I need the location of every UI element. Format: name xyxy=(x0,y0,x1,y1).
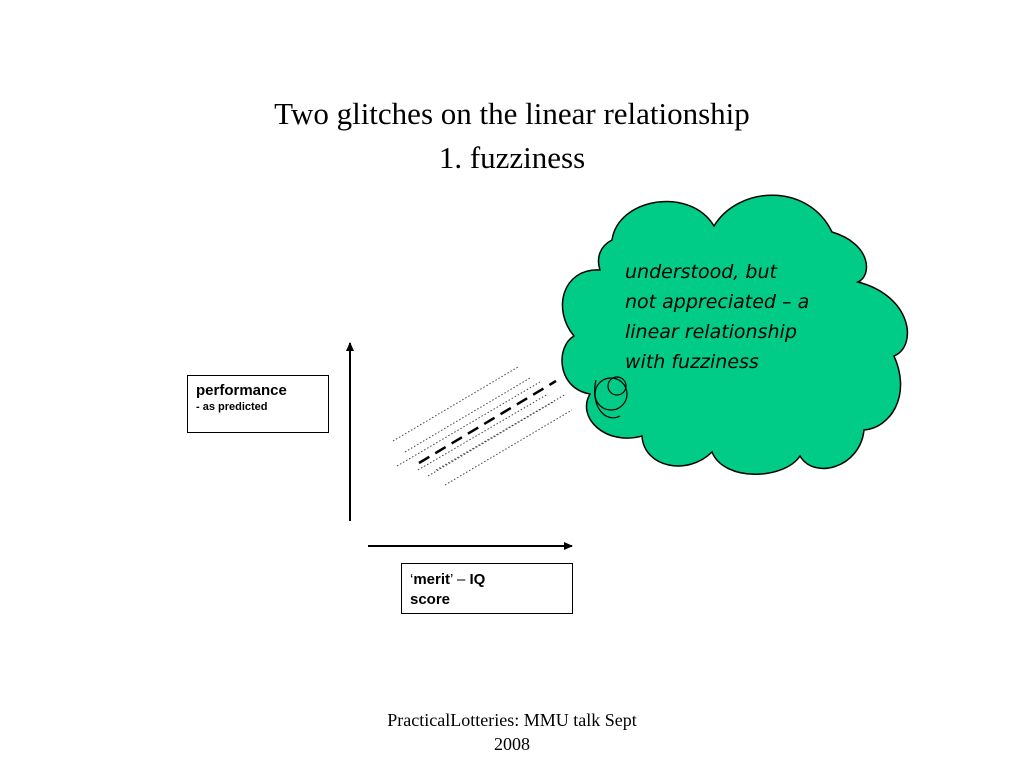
bubble-line-1: understood, but xyxy=(625,261,777,283)
thought-bubble-arc xyxy=(594,379,621,419)
thought-bubble-circle xyxy=(607,376,627,396)
x-axis-label-rest-1: IQ xyxy=(469,571,486,588)
title-line-2: 1. fuzziness xyxy=(438,140,586,175)
footer-line-1: PracticalLotteries: MMU talk Sept xyxy=(387,710,637,730)
fuzzy-line xyxy=(444,409,573,486)
y-axis-label-sub: - as predicted xyxy=(196,401,268,413)
title-line-1: Two glitches on the linear relationship xyxy=(274,96,750,131)
cloud-shape xyxy=(561,194,909,475)
bubble-line-4: with fuzziness xyxy=(625,351,759,373)
label-dash: – xyxy=(452,571,470,588)
fuzzy-line xyxy=(392,366,519,442)
slide-footer: PracticalLotteries: MMU talk Sept 2008 xyxy=(362,708,662,756)
open-quote: ‘ xyxy=(410,571,414,588)
x-axis-label-rest-2: score xyxy=(410,591,451,608)
thought-bubble-text: understood, but not appreciated – a line… xyxy=(625,257,865,377)
thought-cloud xyxy=(561,194,909,475)
bubble-line-3: linear relationship xyxy=(625,321,797,343)
footer-line-2: 2008 xyxy=(494,734,530,754)
fuzzy-line xyxy=(427,401,554,477)
x-axis-label-term: merit xyxy=(413,571,451,588)
y-axis-label-main: performance xyxy=(196,382,287,399)
fuzzy-line xyxy=(435,393,567,471)
y-axis-label-box: performance - as predicted xyxy=(187,375,329,433)
predicted-linear-line xyxy=(418,379,557,465)
slide-title: Two glitches on the linear relationship … xyxy=(0,92,1024,180)
fuzzy-line xyxy=(396,381,541,467)
close-quote: ’ xyxy=(450,571,453,588)
fuzzy-lines xyxy=(392,366,573,486)
bubble-line-2: not appreciated – a xyxy=(625,291,810,313)
fuzzy-line xyxy=(417,393,549,471)
x-axis-label-box: ‘merit’ – IQ score xyxy=(401,563,573,614)
